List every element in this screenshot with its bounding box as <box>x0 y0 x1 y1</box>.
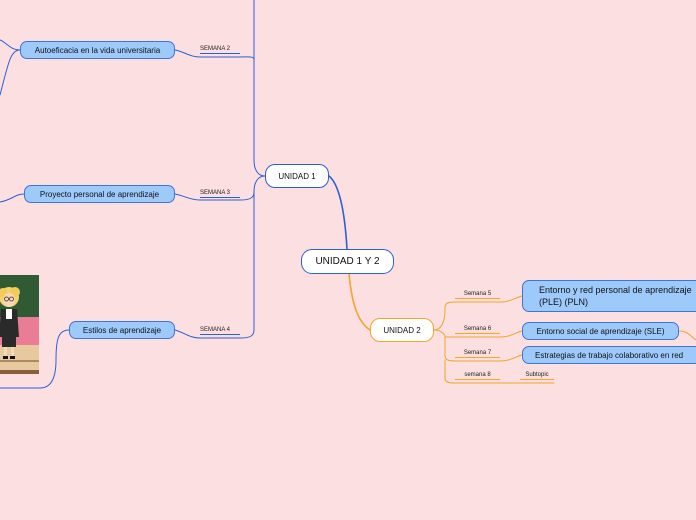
topic-proyecto-personal[interactable]: Proyecto personal de aprendizaje <box>24 185 175 203</box>
topic-autoeficacia[interactable]: Autoeficacia en la vida universitaria <box>20 41 175 59</box>
topic-estrategias-trabajo[interactable]: Estrategias de trabajo colaborativo en r… <box>522 346 696 364</box>
week-label-semana5[interactable]: Semana 5 <box>455 291 500 299</box>
unidad1-label: UNIDAD 1 <box>278 171 316 181</box>
topic-entorno-red-personal-line1: Entorno y red personal de aprendizaje <box>539 285 692 295</box>
topic-estrategias-trabajo-label: Estrategias de trabajo colaborativo en r… <box>535 350 684 360</box>
unidad1-trunk-lower <box>239 175 266 339</box>
topic-autoeficacia-label: Autoeficacia en la vida universitaria <box>34 45 161 55</box>
unidad2-trunk <box>433 301 501 331</box>
week-label-semana7[interactable]: Semana 7 <box>455 350 500 358</box>
topic-entorno-social[interactable]: Entorno social de aprendizaje (SLE) <box>522 322 679 340</box>
unidad2-label: UNIDAD 2 <box>383 325 421 335</box>
central-topic-label: UNIDAD 1 Y 2 <box>315 256 380 267</box>
topic-entorno-red-personal[interactable]: Entorno y red personal de aprendizaje (P… <box>522 280 696 312</box>
connector-central-unidad1 <box>328 175 348 250</box>
week-label-semana6[interactable]: Semana 6 <box>455 326 500 334</box>
week-label-semana8[interactable]: semana 8 <box>455 372 500 380</box>
week-label-semana3[interactable]: SEMANA 3 <box>200 190 240 198</box>
teacher-illustration <box>0 275 39 374</box>
week-label-semana2[interactable]: SEMANA 2 <box>200 46 240 54</box>
topic-entorno-red-personal-line2: (PLE) (PLN) <box>539 297 589 307</box>
central-topic[interactable]: UNIDAD 1 Y 2 <box>301 249 394 274</box>
week-label-semana4[interactable]: SEMANA 4 <box>200 327 240 335</box>
topic-proyecto-personal-label: Proyecto personal de aprendizaje <box>39 189 160 199</box>
main-topic-unidad1[interactable]: UNIDAD 1 <box>265 164 329 188</box>
main-topic-unidad2[interactable]: UNIDAD 2 <box>370 318 434 342</box>
topic-entorno-social-label: Entorno social de aprendizaje (SLE) <box>536 326 665 336</box>
unidad1-trunk <box>253 0 266 177</box>
topic-estilos-aprendizaje[interactable]: Estilos de aprendizaje <box>69 321 175 339</box>
topic-estilos-aprendizaje-label: Estilos de aprendizaje <box>82 325 162 335</box>
connector-central-unidad2 <box>348 273 371 331</box>
subtopic-semana8[interactable]: Subtopic <box>520 372 554 380</box>
